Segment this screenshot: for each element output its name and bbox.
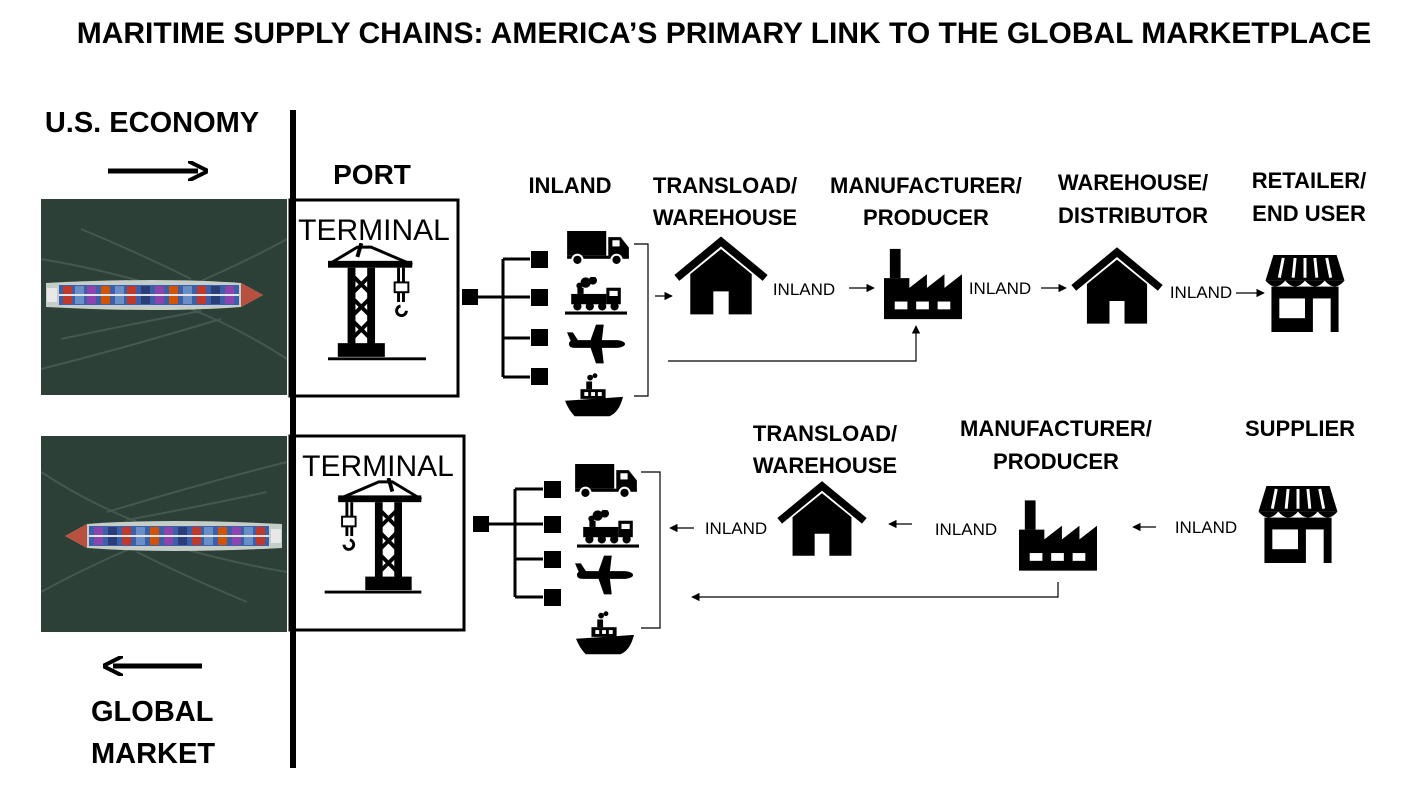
port-label: PORT [333, 159, 411, 190]
terminal-top-box [288, 198, 460, 398]
top-retailer-label: END USER [1252, 201, 1366, 226]
us-economy-label: U.S. ECONOMY [45, 107, 259, 139]
truck-icon [567, 231, 629, 266]
train-icon [565, 277, 627, 315]
airplane-icon [575, 555, 633, 595]
top-inland-label: INLAND [969, 279, 1031, 298]
mode-bracket-bottom [641, 471, 661, 629]
top-inland-label: INLAND [773, 280, 835, 299]
mode-bracket-top [634, 243, 649, 397]
bottom-transload-label: WAREHOUSE [753, 453, 897, 478]
bypass-arrow-top [668, 325, 921, 362]
house-icon [780, 486, 865, 556]
factory-icon [884, 248, 962, 320]
cargo-ship-photo-top [41, 199, 287, 395]
crane-icon [324, 478, 422, 594]
supplier-label: SUPPLIER [1245, 416, 1355, 441]
terminal-bottom-label: TERMINAL [302, 450, 454, 483]
bottom-manufacturer-label: MANUFACTURER/ [960, 416, 1152, 441]
house-icon [1074, 252, 1160, 323]
cargo-ship-photo-bottom [41, 436, 287, 632]
terminal-top-label: TERMINAL [298, 214, 450, 247]
page-title: MARITIME SUPPLY CHAINS: AMERICA’S PRIMAR… [77, 17, 1372, 50]
bottom-manufacturer-label: PRODUCER [993, 449, 1119, 474]
bottom-inland-label: INLAND [705, 519, 767, 538]
top-transload-label: WAREHOUSE [653, 205, 797, 230]
house-icon [677, 241, 765, 314]
inland-header: INLAND [528, 173, 611, 198]
top-retailer-label: RETAILER/ [1252, 168, 1366, 193]
train-icon [577, 510, 639, 548]
airplane-icon [567, 324, 625, 364]
top-warehouse-label: DISTRIBUTOR [1058, 203, 1208, 228]
boat-icon [565, 373, 623, 417]
store-icon [1265, 255, 1345, 332]
terminal-bottom-box [288, 434, 466, 632]
truck-icon [575, 464, 637, 499]
top-warehouse-label: WAREHOUSE/ [1058, 170, 1208, 195]
factory-icon [1019, 500, 1097, 571]
mode-tree-bottom [473, 481, 561, 606]
top-inland-label: INLAND [1170, 283, 1232, 302]
boat-icon [576, 611, 634, 655]
top-manufacturer-label: MANUFACTURER/ [830, 173, 1022, 198]
store-icon [1258, 486, 1338, 563]
top-transload-label: TRANSLOAD/ [653, 173, 797, 198]
bottom-inland-label: INLAND [935, 520, 997, 539]
bottom-transload-label: TRANSLOAD/ [753, 421, 897, 446]
top-manufacturer-label: PRODUCER [863, 205, 989, 230]
crane-icon [328, 243, 426, 361]
market-label: MARKET [91, 738, 215, 770]
bottom-inland-label: INLAND [1175, 518, 1237, 537]
bypass-arrow-bottom [691, 582, 1059, 602]
mode-tree-top [462, 251, 548, 385]
global-label: GLOBAL [91, 696, 213, 728]
